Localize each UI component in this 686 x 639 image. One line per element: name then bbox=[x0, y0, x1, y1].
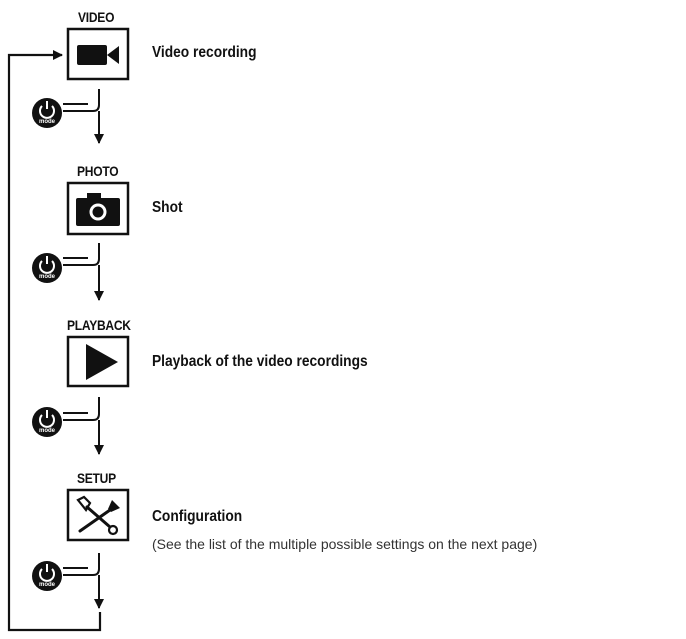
transition-arrow-2 bbox=[63, 243, 104, 301]
video-mode-box bbox=[66, 27, 130, 81]
video-mode-description: Video recording bbox=[152, 44, 257, 61]
playback-mode-box bbox=[66, 335, 130, 388]
wrench-screwdriver-icon bbox=[76, 495, 120, 536]
mode-button-label: mode bbox=[39, 274, 56, 280]
photo-mode-label: PHOTO bbox=[77, 163, 119, 179]
mode-button-label: mode bbox=[39, 582, 56, 588]
transition-arrow-3 bbox=[63, 397, 104, 455]
transition-arrow-4 bbox=[63, 553, 104, 609]
mode-button-4: mode bbox=[32, 561, 62, 591]
mode-button-3: mode bbox=[32, 407, 62, 437]
photo-camera-icon bbox=[76, 193, 120, 226]
playback-mode-description: Playback of the video recordings bbox=[152, 353, 368, 370]
playback-mode-label: PLAYBACK bbox=[67, 317, 131, 333]
play-icon bbox=[86, 344, 118, 380]
video-mode-label: VIDEO bbox=[78, 9, 115, 25]
mode-button-label: mode bbox=[39, 119, 56, 125]
photo-mode-description: Shot bbox=[152, 199, 183, 216]
setup-mode-label: SETUP bbox=[77, 470, 116, 486]
mode-button-label: mode bbox=[39, 428, 56, 434]
mode-button-1: mode bbox=[32, 98, 62, 128]
setup-mode-box bbox=[66, 488, 130, 542]
return-loop-line bbox=[7, 50, 102, 632]
video-camera-icon bbox=[77, 45, 119, 65]
transition-arrow-1 bbox=[63, 89, 104, 144]
mode-button-2: mode bbox=[32, 253, 62, 283]
setup-mode-description: Configuration bbox=[152, 508, 243, 525]
setup-mode-note: (See the list of the multiple possible s… bbox=[152, 536, 538, 552]
photo-mode-box bbox=[66, 181, 130, 236]
